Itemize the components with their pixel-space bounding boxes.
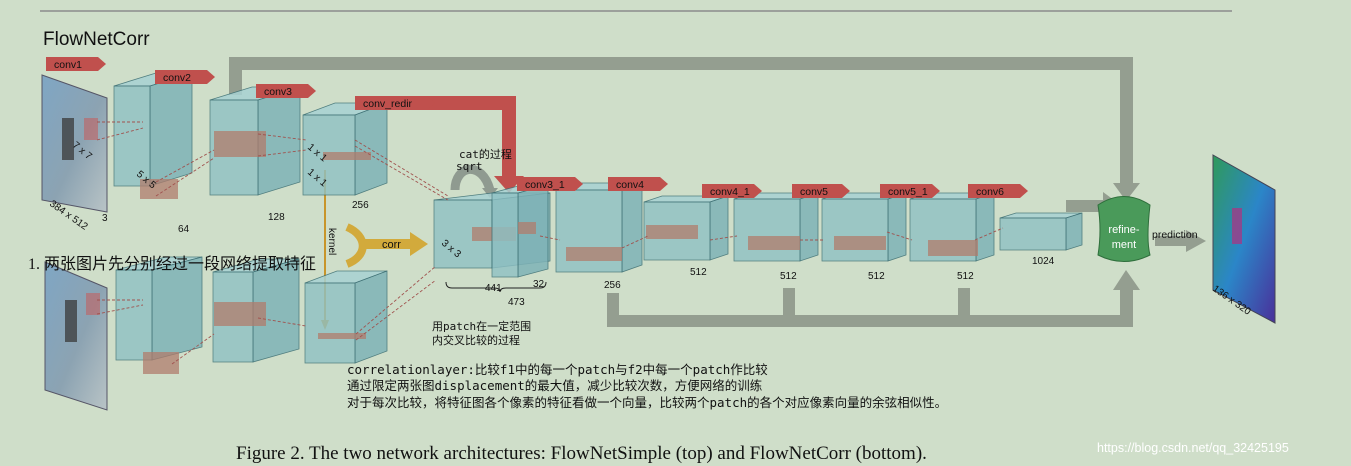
kernel-patch	[566, 247, 622, 261]
tag-conv6: conv6	[968, 184, 1028, 198]
block-conv1b	[115, 256, 203, 374]
tag-conv3-1: conv3_1	[517, 177, 583, 191]
tag-label: conv4	[616, 179, 644, 191]
kernel-patch	[214, 131, 266, 157]
output-flow-image	[1212, 154, 1276, 324]
kernel-patch	[834, 236, 886, 250]
block-conv1	[113, 72, 193, 199]
tag-label: conv3	[264, 86, 292, 98]
refinement-label-2: ment	[1112, 239, 1136, 251]
flow-arrows	[229, 57, 1206, 327]
kernel-label: kernel	[326, 228, 337, 255]
conv2-channels: 128	[268, 212, 285, 223]
refinement-module	[1097, 196, 1151, 262]
kernel-patch	[214, 302, 266, 326]
kernel-patch	[318, 333, 366, 339]
corr-channels: 441	[485, 283, 502, 294]
figure-caption: Figure 2. The two network architectures:…	[236, 443, 927, 464]
kernel-patch	[928, 240, 978, 256]
corr-annotation-2: 通过限定两张图displacement的最大值，减少比较次数，方便网络的训练	[347, 378, 763, 393]
layer-tags: conv1 conv2 conv3 conv_redir conv3_1 conv4 con…	[46, 57, 1028, 198]
sqrt-annotation: sqrt	[456, 160, 483, 173]
conv5-1-channels: 512	[957, 271, 974, 282]
receptive-field-lines	[96, 121, 1004, 365]
watermark: https://blog.csdn.net/qq_32425195	[1097, 441, 1289, 455]
block-conv3-1	[555, 182, 643, 273]
conv6-channels: 1024	[1032, 256, 1055, 267]
block-conv3b	[304, 270, 388, 364]
conv5-channels: 512	[868, 271, 885, 282]
block-conv6	[999, 212, 1083, 251]
tag-label: conv3_1	[525, 179, 565, 191]
tag-conv1: conv1	[46, 57, 106, 71]
tag-conv3: conv3	[256, 84, 316, 98]
block-conv4-1	[733, 192, 819, 262]
tag-label: conv5_1	[888, 186, 928, 198]
cat-curve-arrow	[450, 164, 495, 192]
block-conv5	[821, 192, 907, 262]
kernel-patch	[143, 352, 179, 374]
input-image-1	[41, 74, 108, 213]
kernel-patch	[140, 179, 178, 199]
conv4-channels: 512	[690, 267, 707, 278]
block-conv5-1	[909, 192, 995, 262]
corr-label: corr	[382, 239, 401, 251]
patch-annotation-1: 用patch在一定范围	[432, 319, 531, 333]
tag-conv5: conv5	[792, 184, 850, 198]
corr-annotation-3: 对于每次比较，将特征图各个像素的特征看做一个向量，比较两个patch的各个对应像…	[347, 395, 947, 410]
tag-label: conv_redir	[363, 98, 413, 110]
prediction-label: prediction	[1152, 229, 1198, 241]
tag-label: conv4_1	[710, 186, 750, 198]
corr-brace	[445, 281, 547, 293]
concat-channels: 473	[508, 297, 525, 308]
kernel-patch	[646, 225, 698, 239]
corr-annotation-1: correlationlayer:比较f1中的每一个patch与f2中每一个pa…	[347, 362, 768, 377]
tag-label: conv5	[800, 186, 828, 198]
input-image-2	[44, 261, 108, 411]
block-conv2	[209, 86, 301, 196]
corr-arrow	[360, 239, 412, 249]
tag-label: conv6	[976, 186, 1004, 198]
kernel-patch	[748, 236, 800, 250]
tag-label: conv2	[163, 72, 191, 84]
block-conv2b	[212, 258, 300, 363]
step1-annotation: 1. 两张图片先分别经过一段网络提取特征	[28, 254, 316, 273]
conv1-channels: 64	[178, 224, 190, 235]
tag-label: conv1	[54, 59, 82, 71]
kernel-patch	[518, 222, 536, 234]
patch-annotation-2: 内交叉比较的过程	[432, 333, 520, 347]
conv4-1-channels: 512	[780, 271, 797, 282]
block-redir	[491, 184, 549, 278]
tag-conv4: conv4	[608, 177, 668, 191]
conv3-channels: 256	[352, 200, 369, 211]
tag-conv4-1: conv4_1	[702, 184, 762, 198]
refinement-label-1: refine-	[1108, 224, 1140, 236]
tag-conv5-1: conv5_1	[880, 184, 940, 198]
redir-channels: 32	[533, 279, 545, 290]
conv3-1-channels: 256	[604, 280, 621, 291]
tag-conv-redir: conv_redir	[355, 96, 435, 110]
diagram-title: FlowNetCorr	[43, 29, 150, 50]
block-conv4	[643, 195, 729, 261]
input-channel-label: 3	[102, 213, 108, 224]
tag-conv2: conv2	[155, 70, 215, 84]
feature-blocks	[113, 72, 1083, 374]
kernel-patch	[323, 152, 371, 160]
cat-annotation: cat的过程	[459, 147, 512, 161]
